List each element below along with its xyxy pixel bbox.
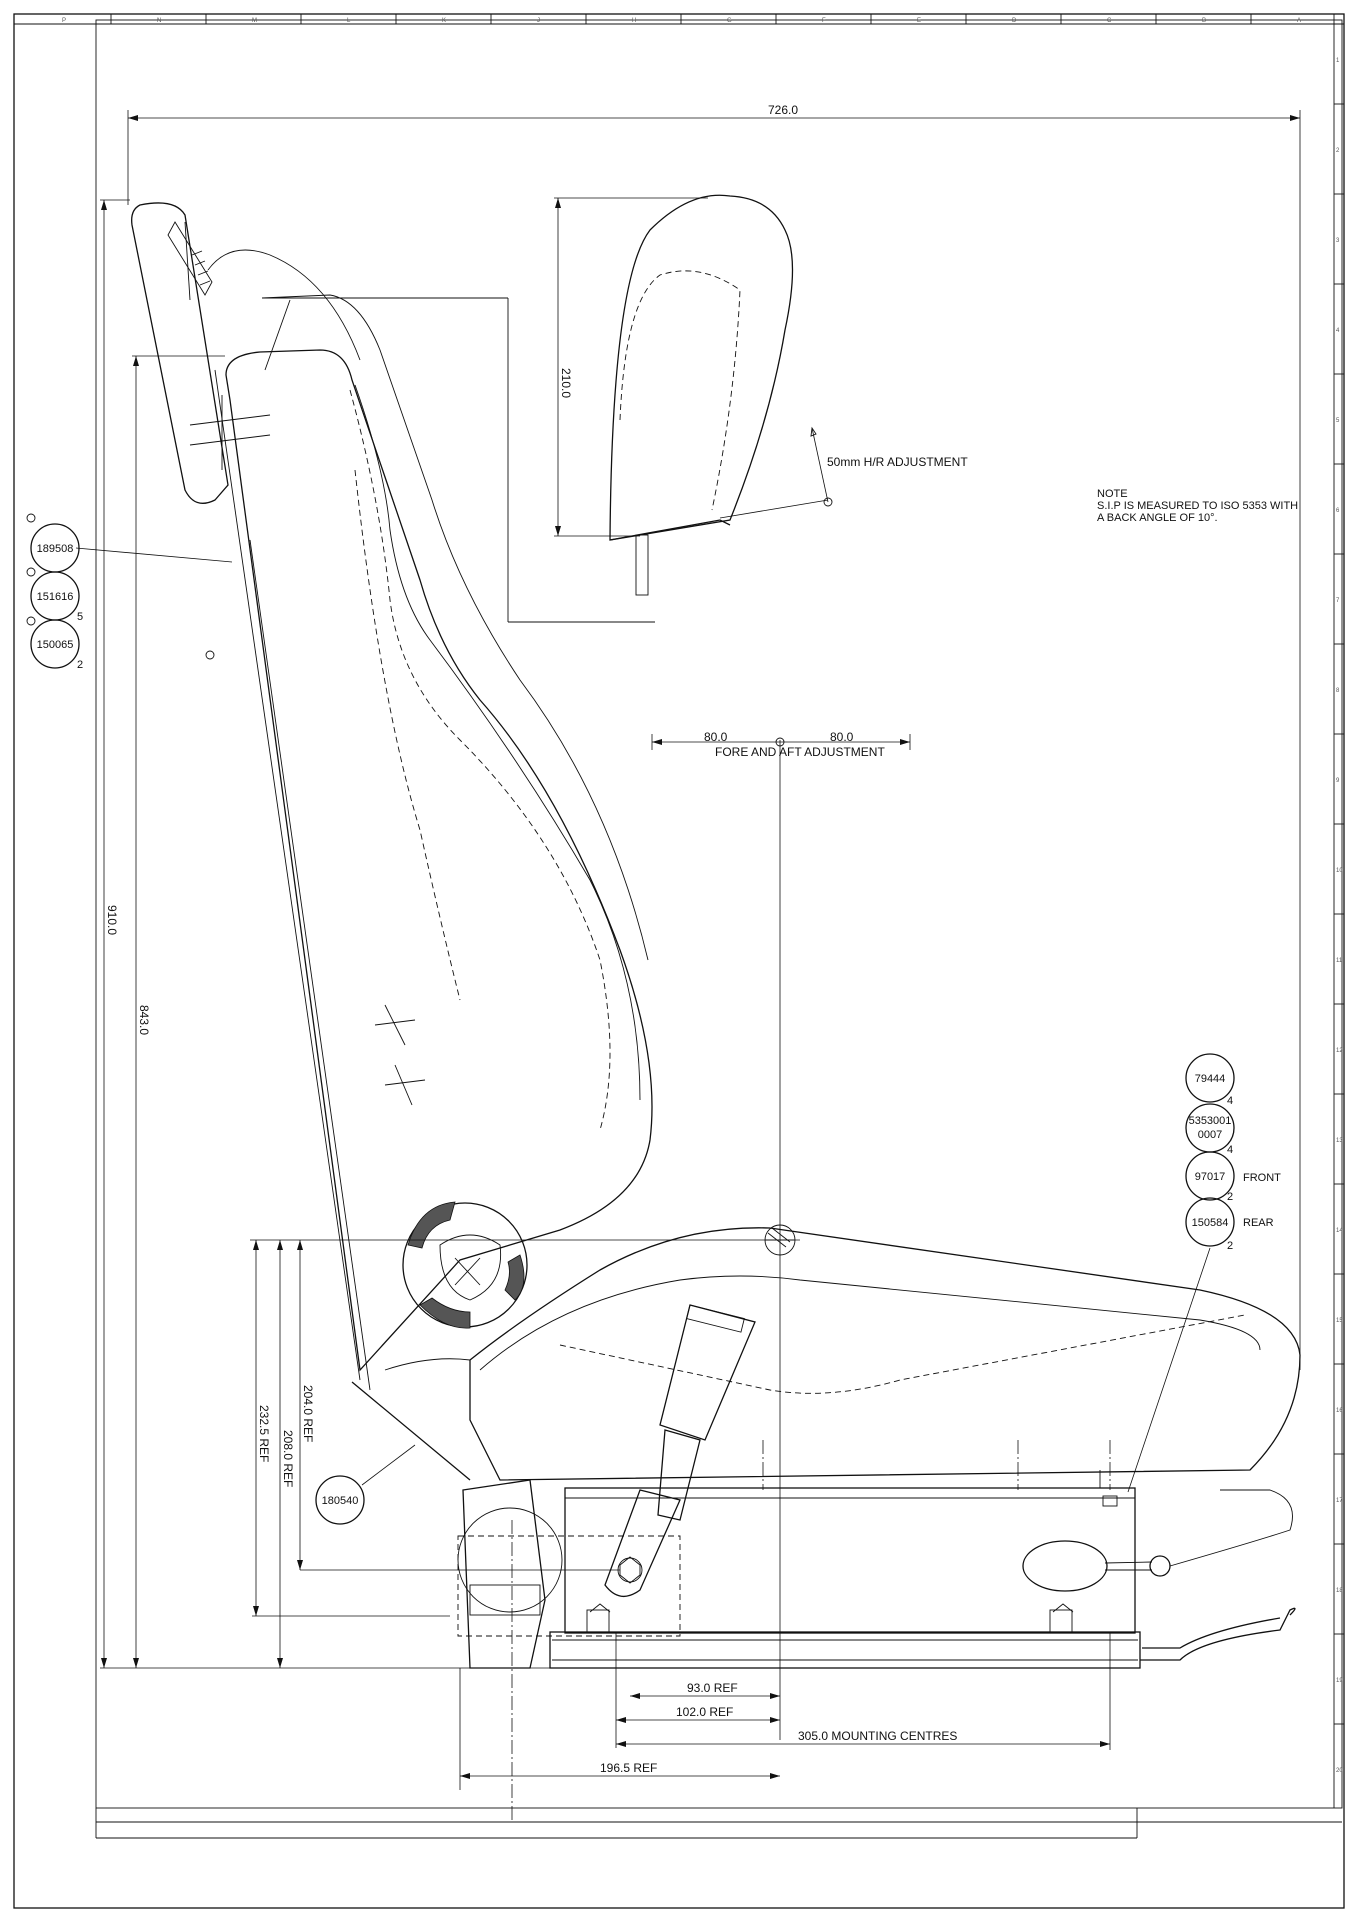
- svg-text:5: 5: [1336, 418, 1340, 424]
- dim-fore-aft: [651, 734, 911, 750]
- dim-102: 102.0 REF: [676, 1705, 733, 1719]
- note-line-2: A BACK ANGLE OF 10°.: [1097, 512, 1218, 524]
- dim-93: 93.0 REF: [687, 1681, 738, 1695]
- balloon-5353001-line2: 0007: [1198, 1129, 1222, 1141]
- sheet-border: [13, 13, 1345, 1909]
- svg-text:A: A: [1297, 18, 1301, 24]
- svg-text:C: C: [1107, 18, 1112, 24]
- dim-305: 305.0 MOUNTING CENTRES: [798, 1729, 957, 1743]
- qty-151616: 5: [77, 611, 83, 623]
- svg-text:1: 1: [1336, 58, 1340, 64]
- svg-text:10: 10: [1336, 868, 1343, 874]
- dim-726: 726.0: [768, 103, 798, 117]
- dim-overall-width: [127, 110, 1301, 1370]
- headrest-detail: [554, 194, 833, 596]
- svg-text:N: N: [157, 18, 161, 24]
- svg-text:H: H: [632, 18, 636, 24]
- svg-text:8: 8: [1336, 688, 1340, 694]
- svg-text:4: 4: [1336, 328, 1340, 334]
- note-line-1: S.I.P IS MEASURED TO ISO 5353 WITH: [1097, 500, 1299, 512]
- svg-text:P: P: [62, 18, 66, 24]
- label-front: FRONT: [1243, 1172, 1281, 1184]
- dim-232: 232.5 REF: [257, 1405, 271, 1462]
- seat-cushion: [469, 1224, 1301, 1481]
- balloon-150584: 150584: [1192, 1217, 1229, 1229]
- balloon-189508: 189508: [37, 543, 74, 555]
- leader-lines: [75, 547, 1211, 1493]
- svg-text:G: G: [727, 18, 732, 24]
- dim-overall-height: [100, 199, 560, 1669]
- balloons-right: 79444 5353001 0007 97017 150584 4 4 2 2 …: [1185, 1053, 1281, 1252]
- dimension-texts: 726.0 210.0 50mm H/R ADJUSTMENT 910.0 84…: [105, 103, 968, 1775]
- qty-79444: 4: [1227, 1095, 1233, 1107]
- seat-base: [457, 1470, 1141, 1669]
- balloon-97017: 97017: [1195, 1171, 1226, 1183]
- svg-text:B: B: [1202, 18, 1206, 24]
- qty-150065: 2: [77, 659, 83, 671]
- dim-back-height: [132, 355, 225, 1668]
- dim-fore-80-left: 80.0: [704, 730, 728, 744]
- svg-text:2: 2: [1336, 148, 1340, 154]
- centre-lines: [459, 740, 1111, 1820]
- dim-196: 196.5 REF: [600, 1761, 657, 1775]
- dim-fore-80-right: 80.0: [830, 730, 854, 744]
- balloon-151616: 151616: [37, 591, 74, 603]
- svg-text:F: F: [822, 18, 826, 24]
- balloons-left: 189508 151616 150065 5 2: [26, 513, 215, 671]
- label-rear: REAR: [1243, 1217, 1274, 1229]
- svg-text:7: 7: [1336, 598, 1340, 604]
- svg-text:E: E: [917, 18, 921, 24]
- seat-back: [214, 294, 653, 1481]
- svg-text:L: L: [347, 18, 351, 24]
- svg-text:D: D: [1012, 18, 1017, 24]
- svg-text:6: 6: [1336, 508, 1340, 514]
- svg-text:14: 14: [1336, 1228, 1343, 1234]
- svg-text:18: 18: [1336, 1588, 1343, 1594]
- headrest: [131, 202, 361, 504]
- balloon-150065: 150065: [37, 639, 74, 651]
- dim-208: 208.0 REF: [281, 1430, 295, 1487]
- qty-5353001: 4: [1227, 1144, 1233, 1156]
- iso-note: NOTE S.I.P IS MEASURED TO ISO 5353 WITH …: [1097, 488, 1298, 524]
- svg-text:J: J: [537, 18, 540, 24]
- dim-910: 910.0: [105, 905, 119, 935]
- svg-text:12: 12: [1336, 1048, 1343, 1054]
- qty-150584: 2: [1227, 1240, 1233, 1252]
- lumbar-pump: [1022, 1489, 1296, 1661]
- balloon-5353001: 5353001: [1189, 1115, 1232, 1127]
- svg-text:11: 11: [1336, 958, 1343, 964]
- svg-text:13: 13: [1336, 1138, 1343, 1144]
- dim-horizontal-refs: [460, 1693, 1110, 1779]
- fore-aft-label: FORE AND AFT ADJUSTMENT: [715, 745, 885, 759]
- svg-text:16: 16: [1336, 1408, 1343, 1414]
- section-lines: [262, 297, 655, 623]
- dim-vertical-refs: [250, 1239, 800, 1668]
- svg-text:19: 19: [1336, 1678, 1343, 1684]
- headrest-adjust-label: 50mm H/R ADJUSTMENT: [827, 455, 968, 469]
- svg-text:M: M: [252, 18, 257, 24]
- dim-843: 843.0: [137, 1005, 151, 1035]
- balloon-180540: 180540: [322, 1495, 359, 1507]
- svg-text:15: 15: [1336, 1318, 1343, 1324]
- svg-text:3: 3: [1336, 238, 1340, 244]
- svg-text:K: K: [442, 18, 446, 24]
- qty-97017: 2: [1227, 1191, 1233, 1203]
- note-title: NOTE: [1097, 488, 1128, 500]
- dim-204: 204.0 REF: [301, 1385, 315, 1442]
- recline-knob: [402, 1201, 528, 1329]
- balloon-lower: 180540: [315, 1475, 365, 1525]
- dim-210: 210.0: [559, 368, 573, 398]
- svg-text:17: 17: [1336, 1498, 1343, 1504]
- svg-text:9: 9: [1336, 778, 1340, 784]
- balloon-79444: 79444: [1195, 1073, 1226, 1085]
- seatbelt-buckle: [604, 1304, 756, 1597]
- svg-text:20: 20: [1336, 1768, 1343, 1774]
